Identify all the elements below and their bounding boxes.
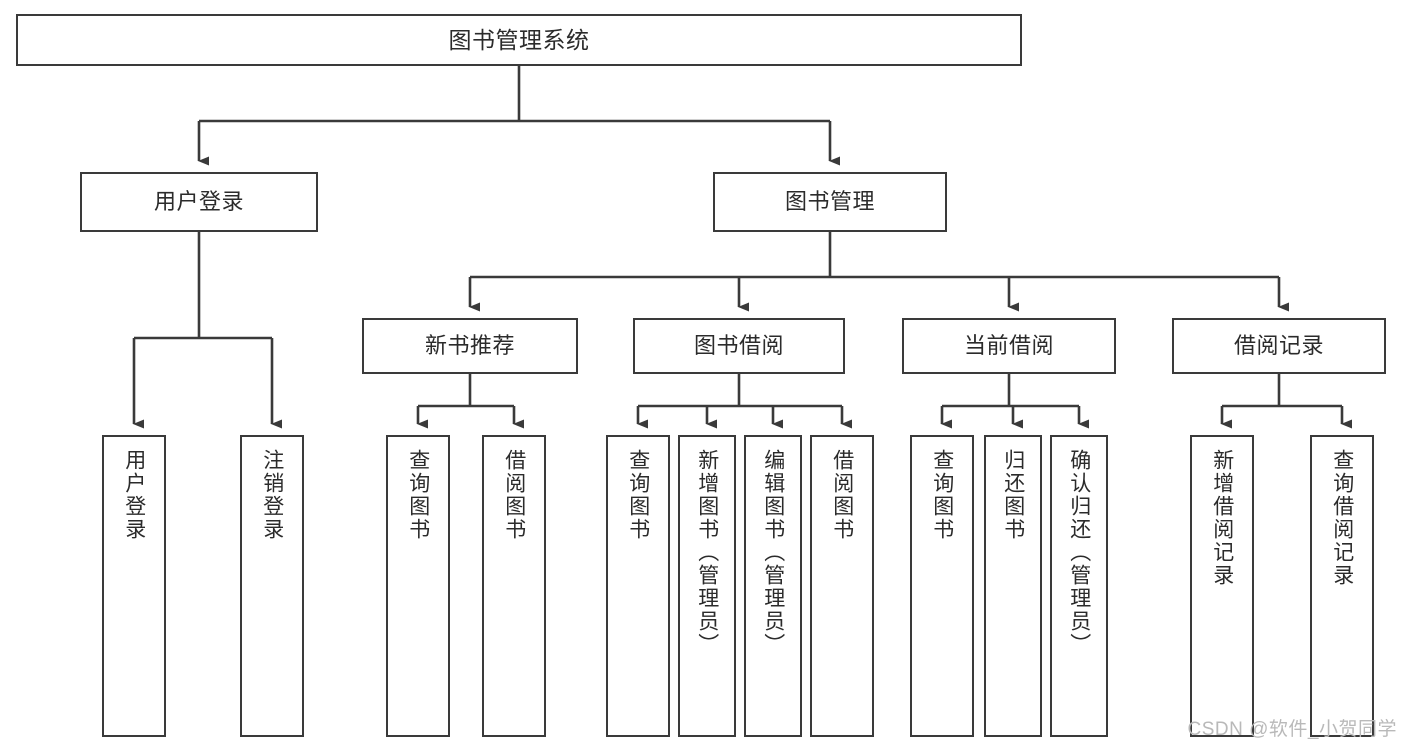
node-label: 新增借阅记录 (1210, 449, 1234, 587)
node-records[interactable]: 借阅记录 (1172, 318, 1386, 374)
node-borrow[interactable]: 图书借阅 (633, 318, 845, 374)
node-leaf-login-1[interactable]: 用户登录 (102, 435, 166, 737)
node-label: 图书管理 (784, 189, 875, 215)
node-label: 用户登录 (153, 189, 244, 215)
node-login[interactable]: 用户登录 (80, 172, 318, 232)
node-leaf-cur-1[interactable]: 查询图书 (910, 435, 974, 737)
node-label: 图书管理系统 (448, 26, 590, 53)
node-label: 借阅图书 (830, 449, 854, 541)
node-label: 借阅记录 (1233, 333, 1324, 359)
node-label: 注销登录 (260, 449, 284, 541)
node-label: 归还图书 (1001, 449, 1025, 541)
node-leaf-cur-3[interactable]: 确认归还（管理员） (1050, 435, 1108, 737)
node-label: 新书推荐 (424, 333, 515, 359)
node-leaf-borrow-3[interactable]: 编辑图书（管理员） (744, 435, 802, 737)
node-leaf-new-1[interactable]: 查询图书 (386, 435, 450, 737)
node-label: 查询图书 (930, 449, 954, 541)
node-label: 当前借阅 (963, 333, 1054, 359)
node-current[interactable]: 当前借阅 (902, 318, 1116, 374)
node-leaf-borrow-4[interactable]: 借阅图书 (810, 435, 874, 737)
node-label: 查询借阅记录 (1330, 449, 1354, 587)
node-bookmgmt[interactable]: 图书管理 (713, 172, 947, 232)
node-leaf-rec-1[interactable]: 新增借阅记录 (1190, 435, 1254, 737)
node-label: 新增图书（管理员） (695, 449, 719, 656)
node-leaf-rec-2[interactable]: 查询借阅记录 (1310, 435, 1374, 737)
node-leaf-login-2[interactable]: 注销登录 (240, 435, 304, 737)
node-newbook[interactable]: 新书推荐 (362, 318, 578, 374)
node-label: 借阅图书 (502, 449, 526, 541)
watermark-text: CSDN @软件_小贺同学 (1187, 719, 1397, 740)
node-label: 编辑图书（管理员） (761, 449, 785, 656)
node-label: 确认归还（管理员） (1067, 449, 1091, 656)
node-leaf-borrow-2[interactable]: 新增图书（管理员） (678, 435, 736, 737)
node-label: 用户登录 (122, 449, 146, 541)
node-root[interactable]: 图书管理系统 (16, 14, 1022, 66)
node-leaf-cur-2[interactable]: 归还图书 (984, 435, 1042, 737)
node-label: 图书借阅 (693, 333, 784, 359)
node-leaf-new-2[interactable]: 借阅图书 (482, 435, 546, 737)
node-label: 查询图书 (406, 449, 430, 541)
node-leaf-borrow-1[interactable]: 查询图书 (606, 435, 670, 737)
node-label: 查询图书 (626, 449, 650, 541)
